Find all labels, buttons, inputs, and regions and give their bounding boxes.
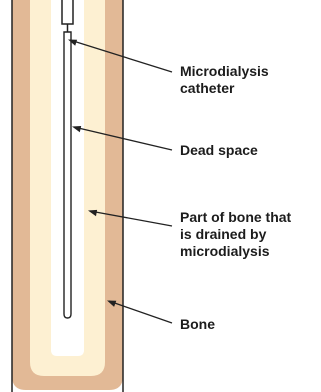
catheter-tube: [64, 32, 71, 318]
catheter-label: Microdialysis catheter: [180, 63, 269, 97]
dead-space-label: Dead space: [180, 142, 258, 159]
bone-label: Bone: [180, 316, 215, 333]
drained-bone-label: Part of bone that is drained by microdia…: [180, 209, 291, 260]
catheter-connector: [62, 0, 73, 24]
